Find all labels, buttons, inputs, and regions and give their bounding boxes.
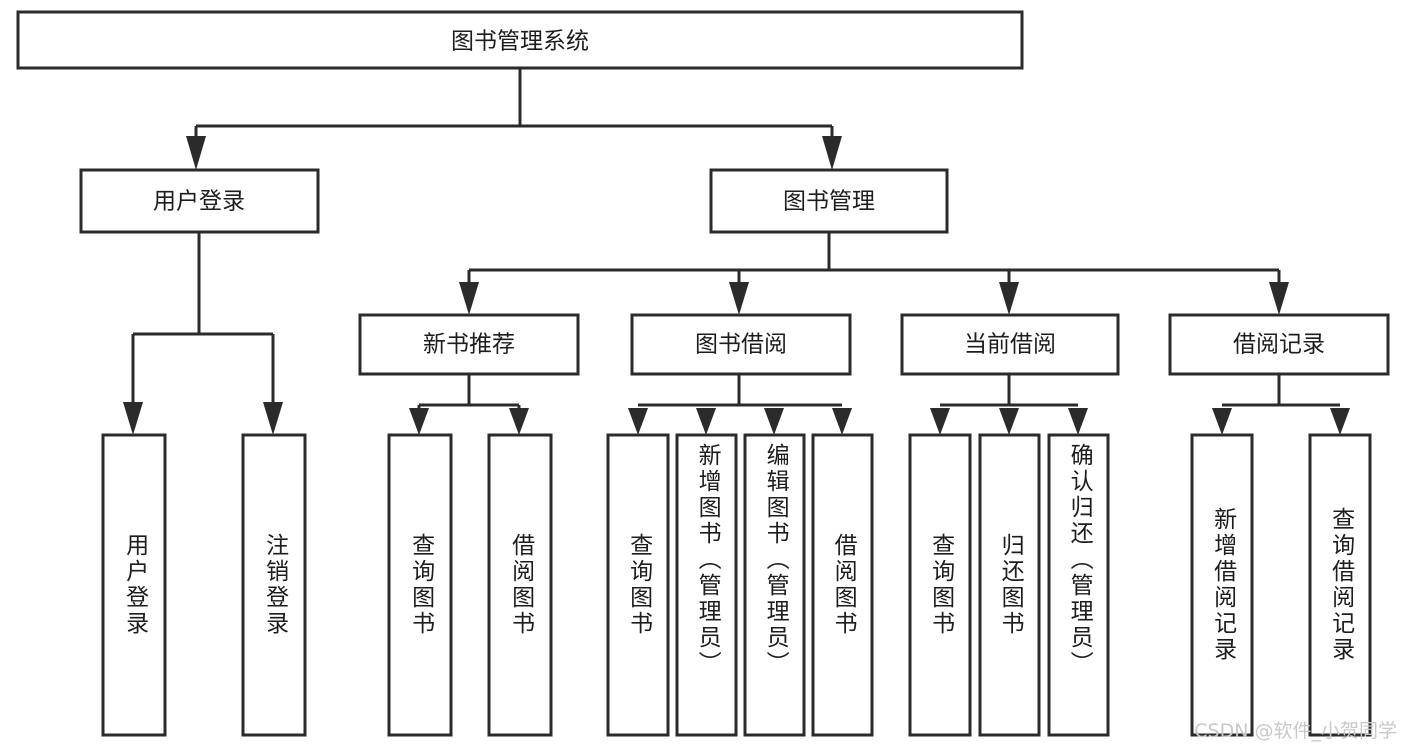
leaf-label-current-2: 归还图书 bbox=[997, 533, 1024, 637]
arrow-head-icon bbox=[186, 136, 206, 170]
arrow-head-icon bbox=[628, 408, 648, 435]
leaf-label-user-login-2: 注销登录 bbox=[261, 533, 288, 637]
leaf-label-wrap-newbook-1: 查询图书 bbox=[389, 435, 451, 735]
node-current-borrow-box[interactable] bbox=[900, 313, 1120, 376]
leaf-box-newbook-2[interactable] bbox=[487, 433, 553, 737]
leaf-box-borrow-4[interactable] bbox=[811, 433, 874, 737]
leaf-box-borrow-2[interactable] bbox=[675, 433, 738, 737]
arrow-head-icon bbox=[999, 282, 1019, 315]
arrow-head-icon bbox=[409, 408, 429, 435]
arrow-head-icon bbox=[123, 402, 143, 435]
connector-group-userlogin-to-leaves bbox=[123, 232, 283, 435]
leaf-box-borrow-3[interactable] bbox=[743, 433, 806, 737]
node-root-box[interactable] bbox=[16, 10, 1024, 70]
node-borrow-record-label: 借阅记录 bbox=[1233, 332, 1325, 358]
leaf-box-user-login-1[interactable] bbox=[101, 433, 167, 737]
node-borrow-record[interactable]: 借阅记录 bbox=[1168, 313, 1390, 376]
node-book-borrow[interactable]: 图书借阅 bbox=[630, 313, 852, 376]
leaf-label-wrap-borrow-4: 借阅图书 bbox=[813, 435, 872, 735]
leaf-label-wrap-current-3: 确认归还（管理员） bbox=[1049, 443, 1108, 735]
node-book-management-box[interactable] bbox=[709, 168, 949, 234]
arrow-head-icon bbox=[832, 408, 852, 435]
leaf-label-wrap-user-login-1: 用户登录 bbox=[103, 435, 165, 735]
node-root-label: 图书管理系统 bbox=[451, 29, 589, 55]
leaf-label-current-1: 查询图书 bbox=[927, 533, 954, 637]
node-new-book-recommend-label: 新书推荐 bbox=[423, 332, 515, 358]
arrow-head-icon bbox=[822, 136, 842, 170]
node-book-management[interactable]: 图书管理 bbox=[709, 168, 949, 234]
leaf-boxes-book-borrow bbox=[606, 433, 874, 737]
leaf-label-wrap-newbook-2: 借阅图书 bbox=[489, 435, 551, 735]
leaf-label-newbook-2: 借阅图书 bbox=[507, 533, 534, 637]
leaf-box-borrow-1[interactable] bbox=[606, 433, 670, 737]
arrow-head-icon bbox=[1269, 282, 1289, 315]
leaf-label-borrow-4: 借阅图书 bbox=[830, 533, 857, 637]
leaf-box-newbook-1[interactable] bbox=[387, 433, 453, 737]
connector-group-bookmgmt-to-level3 bbox=[459, 232, 1289, 315]
node-borrow-record-box[interactable] bbox=[1168, 313, 1390, 376]
arrow-head-icon bbox=[764, 408, 784, 435]
arrow-head-icon bbox=[1330, 408, 1350, 435]
leaf-label-wrap-borrow-1: 查询图书 bbox=[608, 435, 668, 735]
arrow-head-icon bbox=[263, 402, 283, 435]
leaf-box-record-1[interactable] bbox=[1190, 433, 1254, 737]
leaf-box-current-1[interactable] bbox=[908, 433, 972, 737]
node-current-borrow-label: 当前借阅 bbox=[964, 332, 1056, 358]
node-user-login-box[interactable] bbox=[79, 168, 320, 234]
leaf-boxes-user-login bbox=[101, 433, 307, 737]
leaf-label-wrap-record-2: 查询借阅记录 bbox=[1310, 435, 1370, 735]
leaf-label-wrap-borrow-3: 编辑图书（管理员） bbox=[745, 443, 804, 735]
connector-group-current-to-leaves bbox=[930, 374, 1088, 435]
leaf-label-wrap-current-1: 查询图书 bbox=[910, 435, 970, 735]
leaf-box-user-login-2[interactable] bbox=[241, 433, 307, 737]
arrow-head-icon bbox=[930, 408, 950, 435]
arrow-head-icon bbox=[729, 282, 749, 315]
leaf-box-current-2[interactable] bbox=[978, 433, 1041, 737]
leaf-label-record-2: 查询借阅记录 bbox=[1327, 507, 1354, 663]
arrow-head-icon bbox=[1068, 408, 1088, 435]
arrow-head-icon bbox=[1212, 408, 1232, 435]
node-user-login[interactable]: 用户登录 bbox=[79, 168, 320, 234]
leaf-label-wrap-borrow-2: 新增图书（管理员） bbox=[677, 443, 736, 735]
node-book-borrow-box[interactable] bbox=[630, 313, 852, 376]
leaf-label-borrow-3: 编辑图书（管理员） bbox=[762, 443, 789, 677]
leaf-label-current-3: 确认归还（管理员） bbox=[1066, 443, 1093, 677]
leaf-label-borrow-2: 新增图书（管理员） bbox=[694, 443, 721, 677]
leaf-label-wrap-current-2: 归还图书 bbox=[980, 435, 1039, 735]
leaf-label-wrap-user-login-2: 注销登录 bbox=[243, 435, 305, 735]
leaf-boxes-new-book-recommend bbox=[387, 433, 553, 737]
leaf-box-record-2[interactable] bbox=[1308, 433, 1372, 737]
node-new-book-recommend-box[interactable] bbox=[358, 313, 580, 376]
connector-group-newbook-to-leaves bbox=[409, 374, 529, 435]
node-current-borrow[interactable]: 当前借阅 bbox=[900, 313, 1120, 376]
arrow-head-icon bbox=[999, 408, 1019, 435]
leaf-boxes-borrow-record bbox=[1190, 433, 1372, 737]
node-book-management-label: 图书管理 bbox=[783, 189, 875, 215]
connector-group-record-to-leaves bbox=[1212, 374, 1350, 435]
node-book-borrow-label: 图书借阅 bbox=[695, 332, 787, 358]
arrow-head-icon bbox=[509, 408, 529, 435]
node-root[interactable]: 图书管理系统 bbox=[16, 10, 1024, 70]
leaf-label-newbook-1: 查询图书 bbox=[407, 533, 434, 637]
arrow-head-icon bbox=[459, 282, 479, 315]
connector-group-root-to-level2 bbox=[186, 68, 842, 170]
node-new-book-recommend[interactable]: 新书推荐 bbox=[358, 313, 580, 376]
leaf-box-current-3[interactable] bbox=[1047, 433, 1110, 737]
leaf-label-wrap-record-1: 新增借阅记录 bbox=[1192, 435, 1252, 735]
node-user-login-label: 用户登录 bbox=[153, 189, 245, 215]
leaf-label-record-1: 新增借阅记录 bbox=[1209, 507, 1236, 663]
leaf-boxes-current-borrow bbox=[908, 433, 1110, 737]
arrow-head-icon bbox=[696, 408, 716, 435]
leaf-label-user-login-1: 用户登录 bbox=[121, 533, 148, 637]
connector-group-borrow-to-leaves bbox=[628, 374, 852, 435]
leaf-label-borrow-1: 查询图书 bbox=[625, 533, 652, 637]
